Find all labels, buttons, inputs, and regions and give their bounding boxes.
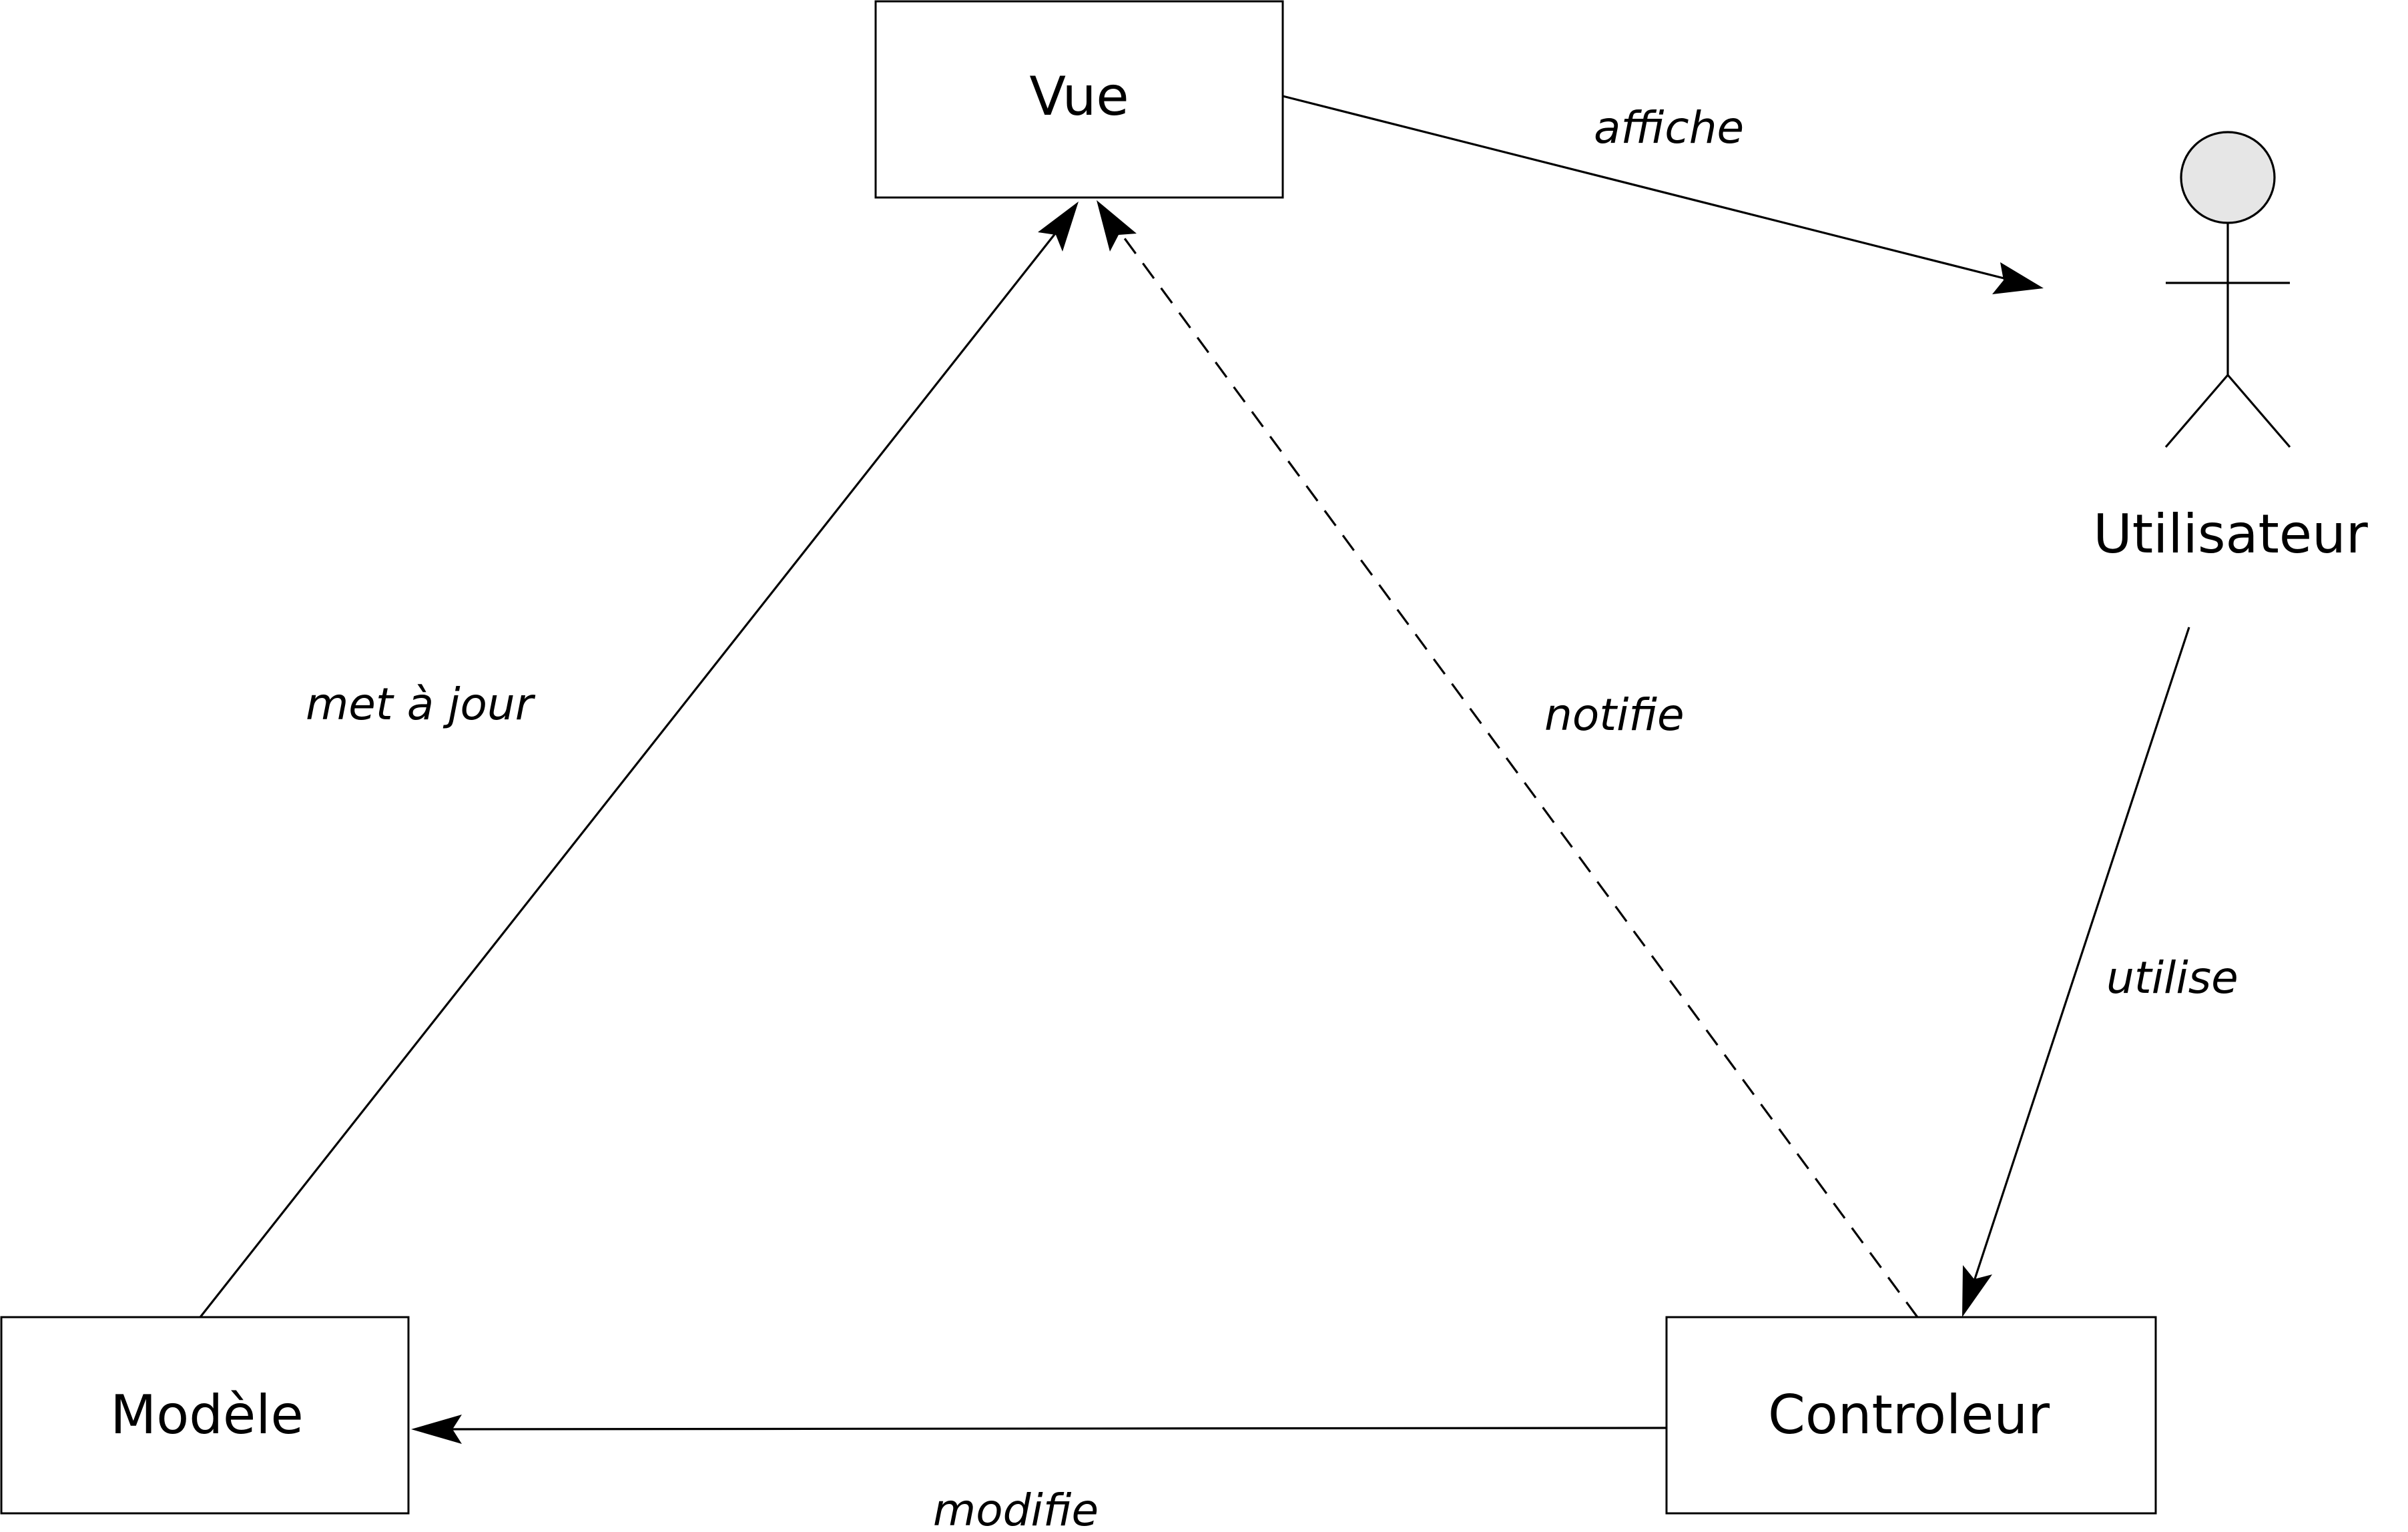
- edge-modifie-label: modifie: [933, 1485, 1099, 1532]
- edge-notifie-label: notifie: [1544, 689, 1685, 741]
- edge-met-a-jour: met à jour: [199, 202, 1079, 1318]
- node-modele-box: [0, 1316, 410, 1515]
- edge-modifie: modifie: [411, 1415, 1667, 1532]
- node-vue-label: Vue: [1029, 65, 1129, 127]
- edge-utilise: utilise: [1962, 627, 2238, 1317]
- edge-met-a-jour-line: [199, 217, 1069, 1318]
- node-vue: Vue: [874, 0, 1284, 199]
- node-controleur-label: Controleur: [1768, 1384, 2050, 1446]
- edge-affiche-label: affiche: [1594, 102, 1744, 153]
- edge-met-a-jour-label: met à jour: [306, 679, 536, 730]
- actor-utilisateur: Utilisateur: [2093, 131, 2368, 565]
- edge-notifie: notifie: [1097, 200, 1919, 1318]
- node-modele: Modèle: [0, 1316, 410, 1515]
- arrowhead-icon: [1097, 200, 1137, 252]
- arrowhead-icon: [1992, 262, 2044, 294]
- node-vue-box: [874, 0, 1284, 199]
- edge-utilise-line: [1968, 627, 2190, 1298]
- arrowhead-icon: [411, 1415, 462, 1444]
- arrowhead-icon: [1038, 202, 1079, 252]
- edge-affiche: affiche: [1282, 95, 2044, 294]
- node-controleur: Controleur: [1665, 1316, 2157, 1515]
- actor-right-leg: [2226, 374, 2291, 448]
- actor-left-leg: [2164, 374, 2229, 448]
- node-modele-label: Modèle: [110, 1384, 303, 1446]
- edge-affiche-line: [1282, 95, 2023, 284]
- node-controleur-box: [1665, 1316, 2157, 1515]
- actor-utilisateur-label: Utilisateur: [2093, 503, 2368, 565]
- actor-head-icon: [2180, 131, 2276, 224]
- edge-modifie-line: [432, 1427, 1667, 1431]
- arrowhead-icon: [1962, 1265, 1992, 1317]
- edge-utilise-label: utilise: [2106, 952, 2238, 1004]
- edge-notifie-line: [1108, 217, 1919, 1318]
